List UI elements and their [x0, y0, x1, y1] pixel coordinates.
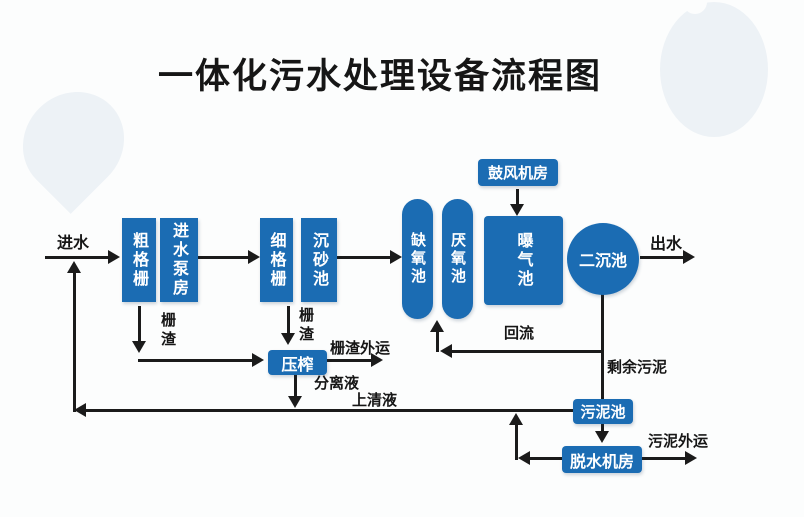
- page-title: 一体化污水处理设备流程图: [157, 57, 602, 97]
- arrowhead-separated-liquid-down-icon: [288, 396, 302, 408]
- connector-supernatant: [86, 409, 573, 412]
- arrowhead-sludge-to-dewatering-icon: [595, 431, 609, 443]
- label-screen-residue-fine: 栅渣: [297, 307, 315, 345]
- connector-return-flow-horizontal: [452, 350, 603, 353]
- connector-residue-outbound: [327, 359, 371, 362]
- arrowhead-dewatering-left-icon: [518, 451, 530, 465]
- node-anoxic-tank: 缺氧池: [402, 199, 433, 319]
- connector-pump-to-fine-screen: [198, 256, 248, 259]
- arrowhead-return-flow-left-icon: [440, 344, 452, 358]
- arrowhead-dewatering-up-icon: [509, 413, 523, 425]
- decorative-dot: [683, 0, 707, 14]
- connector-dewatering-left: [530, 457, 562, 460]
- connector-sludge-outbound: [642, 457, 685, 460]
- label-excess-sludge: 剩余污泥: [607, 358, 668, 376]
- label-return-flow: 回流: [504, 324, 535, 342]
- arrowhead-coarse-residue-to-press-icon: [252, 353, 264, 367]
- arrowhead-supernatant-left-icon: [74, 403, 86, 417]
- connector-blower-to-aeration: [516, 189, 519, 205]
- connector-fine-residue-down: [287, 306, 290, 333]
- arrowhead-recycle-up-icon: [67, 261, 81, 273]
- connector-outlet: [640, 256, 683, 259]
- decorative-circle: [660, 2, 768, 137]
- label-supernatant: 上清液: [352, 391, 398, 409]
- arrowhead-inlet-icon: [108, 250, 120, 264]
- node-grit-chamber: 沉砂池: [301, 218, 337, 302]
- connector-dewatering-up: [515, 425, 518, 460]
- node-inlet-pump-house: 进水泵房: [160, 218, 198, 302]
- connector-sludge-to-dewatering: [601, 424, 604, 432]
- label-separated-liquid: 分离液: [314, 374, 360, 392]
- arrowhead-coarse-residue-down-icon: [132, 341, 146, 353]
- node-anaerobic-tank: 厌氧池: [442, 199, 473, 319]
- node-coarse-screen: 粗格栅: [122, 218, 156, 302]
- node-secondary-clarifier: 二沉池: [567, 223, 639, 295]
- connector-coarse-residue-to-press: [138, 359, 252, 362]
- label-residue-outbound: 栅渣外运: [330, 339, 391, 357]
- connector-inlet: [45, 256, 108, 259]
- connector-coarse-residue-down: [138, 306, 141, 342]
- connector-recycle-up: [73, 273, 76, 412]
- label-screen-residue-coarse: 栅渣: [159, 312, 177, 350]
- arrowhead-return-flow-up-icon: [430, 320, 444, 332]
- connector-return-flow-vertical: [436, 332, 439, 352]
- node-sludge-tank: 污泥池: [573, 399, 633, 424]
- label-sludge-outbound: 污泥外运: [648, 432, 709, 450]
- connector-grit-to-anoxic: [337, 256, 390, 259]
- label-inlet: 进水: [57, 233, 90, 252]
- connector-separated-liquid-down: [294, 375, 297, 396]
- connector-clarifier-down: [601, 294, 604, 399]
- arrowhead-outlet-icon: [683, 250, 695, 264]
- node-dewatering-room: 脱水机房: [562, 446, 642, 473]
- arrowhead-pump-to-fine-screen-icon: [248, 250, 260, 264]
- arrowhead-residue-outbound-icon: [371, 353, 383, 367]
- label-outlet: 出水: [650, 234, 683, 253]
- arrowhead-grit-to-anoxic-icon: [390, 250, 402, 264]
- node-blower-room: 鼓风机房: [478, 159, 558, 186]
- arrowhead-sludge-outbound-icon: [685, 451, 697, 465]
- node-fine-screen: 细格栅: [260, 218, 293, 302]
- arrowhead-fine-residue-down-icon: [281, 333, 295, 345]
- node-aeration-tank: 曝气池: [484, 216, 563, 305]
- node-press: 压榨: [268, 350, 327, 375]
- arrowhead-blower-to-aeration-icon: [510, 204, 524, 216]
